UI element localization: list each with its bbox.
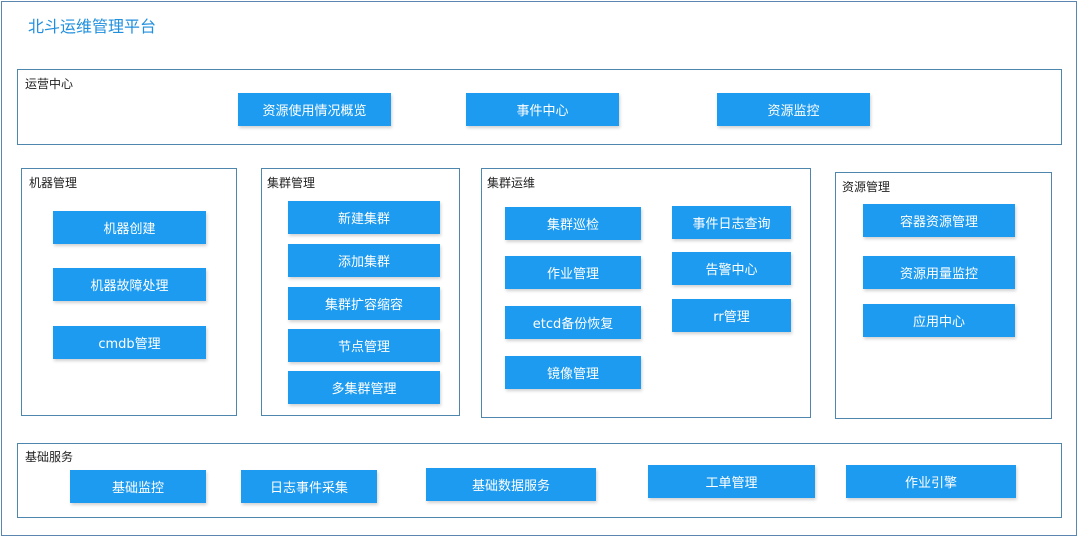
cluster-ops-btn-jobs[interactable]: 作业管理 bbox=[505, 256, 641, 289]
cluster-btn-scale[interactable]: 集群扩容缩容 bbox=[288, 287, 440, 320]
ops-center-btn-resource-monitor[interactable]: 资源监控 bbox=[717, 93, 870, 126]
cluster-ops-btn-alert[interactable]: 告警中心 bbox=[672, 252, 791, 285]
resource-btn-app-center[interactable]: 应用中心 bbox=[863, 304, 1015, 337]
base-btn-job-engine[interactable]: 作业引擎 bbox=[846, 465, 1016, 498]
cluster-ops-btn-rr[interactable]: rr管理 bbox=[672, 299, 791, 332]
ops-center-btn-event-center[interactable]: 事件中心 bbox=[466, 93, 619, 126]
machine-btn-create[interactable]: 机器创建 bbox=[53, 211, 206, 244]
ops-center-panel bbox=[17, 69, 1062, 145]
cluster-btn-multi[interactable]: 多集群管理 bbox=[288, 371, 440, 404]
platform-title: 北斗运维管理平台 bbox=[28, 17, 157, 36]
ops-center-btn-overview[interactable]: 资源使用情况概览 bbox=[238, 93, 391, 126]
machine-label: 机器管理 bbox=[29, 176, 78, 190]
cluster-ops-btn-etcd[interactable]: etcd备份恢复 bbox=[505, 306, 641, 339]
cluster-btn-add[interactable]: 添加集群 bbox=[288, 244, 440, 277]
resource-btn-usage[interactable]: 资源用量监控 bbox=[863, 256, 1015, 289]
base-btn-monitor[interactable]: 基础监控 bbox=[70, 470, 206, 503]
cluster-btn-node[interactable]: 节点管理 bbox=[288, 329, 440, 362]
cluster-ops-label: 集群运维 bbox=[487, 176, 536, 190]
cluster-ops-btn-event-log[interactable]: 事件日志查询 bbox=[672, 206, 791, 239]
base-label: 基础服务 bbox=[25, 450, 74, 464]
base-btn-ticket[interactable]: 工单管理 bbox=[648, 465, 815, 498]
cluster-ops-btn-image[interactable]: 镜像管理 bbox=[505, 356, 641, 389]
ops-center-label: 运营中心 bbox=[25, 77, 74, 91]
cluster-ops-btn-inspection[interactable]: 集群巡检 bbox=[505, 207, 641, 240]
resource-label: 资源管理 bbox=[842, 180, 891, 194]
machine-btn-fault[interactable]: 机器故障处理 bbox=[53, 268, 206, 301]
cluster-btn-new[interactable]: 新建集群 bbox=[288, 201, 440, 234]
resource-btn-container[interactable]: 容器资源管理 bbox=[863, 204, 1015, 237]
cluster-mgmt-label: 集群管理 bbox=[267, 176, 316, 190]
base-btn-data-service[interactable]: 基础数据服务 bbox=[426, 468, 596, 501]
base-btn-log-collect[interactable]: 日志事件采集 bbox=[241, 470, 377, 503]
machine-btn-cmdb[interactable]: cmdb管理 bbox=[53, 326, 206, 359]
